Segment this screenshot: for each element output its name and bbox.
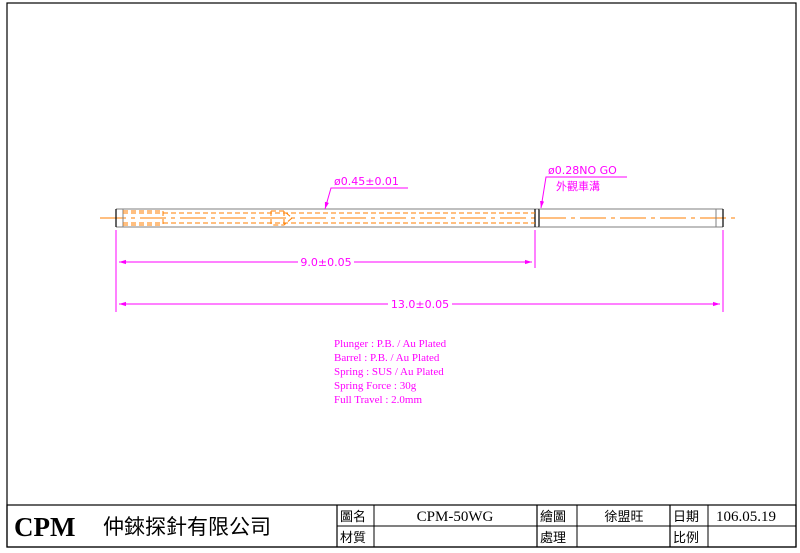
company-logo: CPM (14, 512, 75, 542)
drawn-by-value: 徐盟旺 (604, 510, 643, 525)
scale-label: 比例 (673, 531, 699, 546)
note-line: Spring Force : 30g (334, 380, 417, 392)
diameter-tail-callout: ø0.28NO GO 外觀車溝 (540, 164, 627, 209)
drawing-border (6, 2, 797, 548)
drawn-label: 繪圖 (540, 509, 566, 525)
company-name: 仲錸探針有限公司 (103, 515, 271, 539)
length-barrel-label: 9.0±0.05 (300, 256, 351, 269)
drawing-name-label: 圖名 (340, 509, 366, 525)
date-label: 日期 (673, 510, 699, 525)
processed-label: 處理 (540, 531, 566, 546)
note-line: Barrel : P.B. / Au Plated (334, 352, 440, 364)
material-notes: Plunger : P.B. / Au Plated Barrel : P.B.… (334, 338, 447, 406)
title-block: CPM 仲錸探針有限公司 圖名 CPM-50WG 材質 繪圖 徐盟旺 處理 日期… (6, 504, 797, 548)
note-line: Spring : SUS / Au Plated (334, 366, 444, 378)
date-value: 106.05.19 (716, 509, 776, 525)
note-line: Full Travel : 2.0mm (334, 394, 422, 406)
diameter-main-callout: ø0.45±0.01 (324, 175, 408, 210)
diameter-tail-label: ø0.28NO GO (548, 164, 617, 177)
drawing-name-value: CPM-50WG (417, 509, 494, 525)
length-total-dimension: 13.0±0.05 (119, 230, 724, 312)
material-label: 材質 (340, 531, 366, 546)
diameter-main-label: ø0.45±0.01 (334, 175, 399, 188)
note-line: Plunger : P.B. / Au Plated (334, 338, 447, 350)
tail-note-label: 外觀車溝 (556, 179, 600, 193)
length-total-label: 13.0±0.05 (391, 298, 449, 311)
length-barrel-dimension: 9.0±0.05 (115, 230, 536, 312)
probe-barrel (115, 208, 540, 228)
probe-tail (539, 208, 724, 228)
probe-hidden-lines (123, 210, 535, 226)
